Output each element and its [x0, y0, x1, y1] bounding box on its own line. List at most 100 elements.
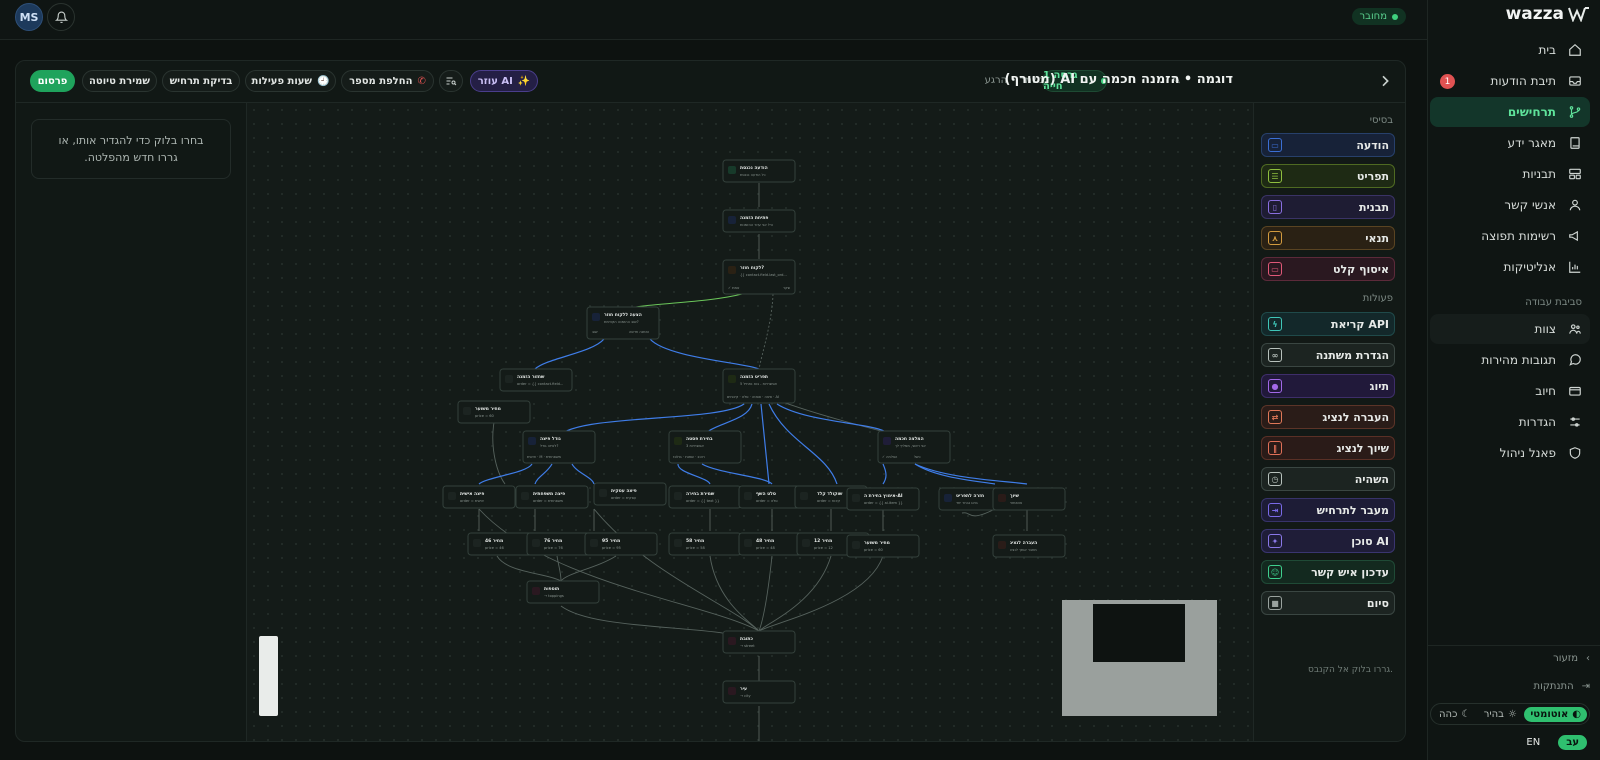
lang-he-button[interactable]: עב: [1558, 735, 1587, 750]
palette-block-jump[interactable]: ⇥מעבר לתרחיש: [1261, 498, 1395, 522]
sidebar-item-broadcasts[interactable]: רשימות תפוצה: [1430, 221, 1590, 251]
card-icon: [1568, 384, 1582, 398]
stop-icon: ■: [1268, 596, 1282, 610]
sidebar-item-admin[interactable]: פאנל ניהול: [1430, 438, 1590, 468]
lang-en-button[interactable]: EN: [1526, 737, 1541, 748]
theme-auto-button[interactable]: אוטומטי ◐: [1524, 706, 1587, 722]
svg-text:order = משפחתית: order = משפחתית: [533, 499, 564, 503]
sidebar-item-contacts[interactable]: אנשי קשר: [1430, 190, 1590, 220]
sidebar-item-settings[interactable]: הגדרות: [1430, 407, 1590, 437]
svg-text:פיצה משפחתית: פיצה משפחתית: [533, 492, 565, 497]
back-button[interactable]: [1377, 73, 1393, 89]
sparkle-icon: ✨: [517, 75, 531, 87]
save-draft-button[interactable]: שמירת טיוטה: [82, 70, 157, 92]
switch-number-button[interactable]: החלפת מספר ✆: [341, 70, 434, 92]
flow-node[interactable]: כתובת→ street: [722, 630, 796, 654]
palette-block-label: סוכן AI: [1351, 534, 1389, 548]
svg-text:order = קינוח: order = קינוח: [817, 499, 840, 503]
flow-node[interactable]: פיצה משפחתית order = משפחתית: [515, 485, 589, 509]
flow-node[interactable]: עיר→ city: [722, 680, 796, 704]
palette-block-label: עדכון איש קשר: [1311, 565, 1389, 579]
sidebar-item-quick-replies[interactable]: תגובות מהירות: [1430, 345, 1590, 375]
palette-block-message[interactable]: ▭הודעה: [1261, 133, 1395, 157]
flow-node[interactable]: תוספות→ toppings: [526, 580, 600, 604]
palette-block-input[interactable]: ▭איסוף קלט: [1261, 257, 1395, 281]
sidebar-item-home[interactable]: בית: [1430, 35, 1590, 65]
sidebar: wazza בית 1 תיבת הודעות תרחישים מאגר ידע…: [1427, 0, 1600, 760]
business-hours-button[interactable]: שעות פעילות 🕘: [245, 70, 336, 92]
svg-text:כל הודעה נכנסת: כל הודעה נכנסת: [740, 173, 766, 177]
brand-logo[interactable]: wazza: [1506, 4, 1590, 24]
chat-icon: [1568, 353, 1582, 367]
sidebar-item-billing[interactable]: חיוב: [1430, 376, 1590, 406]
chevron-left-icon: ‹: [1586, 653, 1590, 664]
palette-block-contact[interactable]: ☺עדכון איש קשר: [1261, 560, 1395, 584]
avatar[interactable]: MS: [15, 3, 43, 31]
logout-button[interactable]: התנתקות ⇥: [1534, 681, 1590, 692]
svg-text:פיצה · פסטה · סלט · קינוחים ·: פיצה · פסטה · סלט · קינוחים · AI: [727, 395, 779, 399]
palette-block-stop[interactable]: ■סיום: [1261, 591, 1395, 615]
collapse-button[interactable]: מזעור ‹: [1553, 653, 1590, 664]
svg-text:→ street: → street: [740, 644, 755, 648]
palette-block-list[interactable]: ☰תפריט: [1261, 164, 1395, 188]
palette-block-sparkle[interactable]: ✦סוכן AI: [1261, 529, 1395, 553]
sidebar-item-inbox[interactable]: 1 תיבת הודעות: [1430, 66, 1590, 96]
palette-block-variable[interactable]: ∞הגדרת משתנה: [1261, 343, 1395, 367]
zoom-controls[interactable]: [259, 636, 278, 716]
sidebar-item-flows[interactable]: תרחישים: [1430, 97, 1590, 127]
theme-dark-button[interactable]: כהה ☾: [1433, 707, 1476, 722]
minimap-viewport[interactable]: [1093, 604, 1185, 662]
edit-title-icon[interactable]: ✎: [1171, 74, 1181, 87]
palette-block-tag[interactable]: ●תיוג: [1261, 374, 1395, 398]
sidebar-item-label: פאנל ניהול: [1499, 446, 1556, 460]
theme-light-button[interactable]: בהיר ☼: [1478, 707, 1523, 722]
sidebar-item-label: הגדרות: [1518, 415, 1556, 429]
status-text: מחובר: [1359, 11, 1387, 22]
flow-search-button[interactable]: [439, 70, 463, 92]
svg-text:היי! אני עוזר ההזמנות: היי! אני עוזר ההזמנות: [740, 223, 774, 227]
sidebar-item-templates[interactable]: תבניות: [1430, 159, 1590, 189]
palette-block-assign[interactable]: ‖שיוך לנציג: [1261, 436, 1395, 460]
test-flow-button[interactable]: בדיקת תרחיש: [162, 70, 240, 92]
palette-block-branch[interactable]: ⋏תנאי: [1261, 226, 1395, 250]
canvas-minimap[interactable]: [1062, 600, 1217, 716]
sidebar-item-team[interactable]: צוות: [1430, 314, 1590, 344]
svg-text:תפריט הזמנה: תפריט הזמנה: [740, 375, 768, 380]
sidebar-item-knowledge[interactable]: מאגר ידע: [1430, 128, 1590, 158]
sidebar-item-analytics[interactable]: אנליטיקות: [1430, 252, 1590, 282]
flow-node[interactable]: לקוח חוזר?{{ contact.field.last_ord...✓ …: [722, 259, 796, 295]
palette-block-file[interactable]: ▯תבנית: [1261, 195, 1395, 219]
svg-text:מחיר 76: מחיר 76: [544, 538, 562, 544]
palette-block-agent[interactable]: ⇄העברה לנציג: [1261, 405, 1395, 429]
publish-button[interactable]: פרסום: [30, 70, 75, 92]
ai-helper-button[interactable]: עוזר AI ✨: [470, 70, 538, 92]
notifications-button[interactable]: [47, 3, 75, 31]
palette-block-clock[interactable]: ◷השהיה: [1261, 467, 1395, 491]
svg-text:3 אפשרויות: 3 אפשרויות: [686, 444, 704, 448]
svg-text:price = 46: price = 46: [485, 546, 505, 550]
